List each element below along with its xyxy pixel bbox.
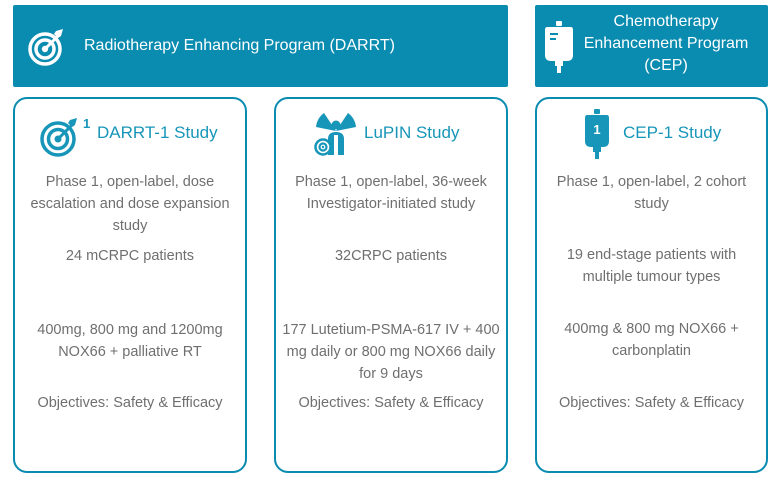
darrt-1-objectives: Objectives: Safety & Efficacy: [37, 395, 223, 411]
cep-1-study-title: CEP-1 Study: [623, 123, 722, 142]
darrt-1-design: Phase 1, open-label, dose escalation and…: [30, 174, 230, 234]
darrt-1-study-title: DARRT-1 Study: [97, 123, 218, 142]
iv-bag-1-icon: 1: [585, 109, 609, 159]
radiotherapy-program-banner: Radiotherapy Enhancing Program (DARRT): [13, 5, 508, 87]
darrt-1-patients: 24 mCRPC patients: [65, 248, 195, 264]
chemotherapy-program-banner: Chemotherapy Enhancement Program (CEP): [535, 5, 768, 87]
lupin-patients: 32CRPC patients: [334, 248, 448, 264]
radiation-patient-icon: [314, 113, 356, 156]
cep-1-study-card: 1 CEP-1 Study Phase 1, open-label, 2 coh…: [535, 97, 768, 473]
darrt-1-dosing: 400mg, 800 mg and 1200mg NOX66 + palliat…: [37, 322, 223, 360]
lupin-study-card: LuPIN Study Phase 1, open-label, 36-week…: [274, 97, 508, 473]
darrt-badge-number: 1: [83, 116, 90, 131]
lupin-design: Phase 1, open-label, 36-week Investigato…: [295, 174, 487, 212]
target-icon: [28, 29, 63, 66]
cep-1-design: Phase 1, open-label, 2 cohort study: [556, 174, 747, 212]
cep-bag-badge: 1: [593, 122, 600, 137]
iv-bag-icon: [545, 21, 573, 73]
cep-1-patients: 19 end-stage patients with multiple tumo…: [566, 247, 737, 285]
cep-1-card-header: 1 CEP-1 Study: [537, 109, 766, 159]
lupin-objectives: Objectives: Safety & Efficacy: [298, 395, 484, 411]
chemotherapy-program-title: Chemotherapy Enhancement Program (CEP): [583, 13, 749, 74]
lupin-dosing: 177 Lutetium-PSMA-617 IV + 400 mg daily …: [282, 322, 500, 382]
radiotherapy-program-title: Radiotherapy Enhancing Program (DARRT): [84, 37, 395, 54]
darrt-1-study-card: 1 DARRT-1 Study Phase 1, open-label, dos…: [13, 97, 247, 473]
darrt-1-card-header: 1 DARRT-1 Study: [15, 111, 245, 157]
target-1-icon: 1: [40, 116, 90, 157]
lupin-card-header: LuPIN Study: [276, 111, 506, 157]
cep-1-objectives: Objectives: Safety & Efficacy: [558, 395, 745, 411]
lupin-study-title: LuPIN Study: [364, 123, 460, 142]
cep-1-dosing: 400mg & 800 mg NOX66 + carbonplatin: [564, 321, 739, 359]
